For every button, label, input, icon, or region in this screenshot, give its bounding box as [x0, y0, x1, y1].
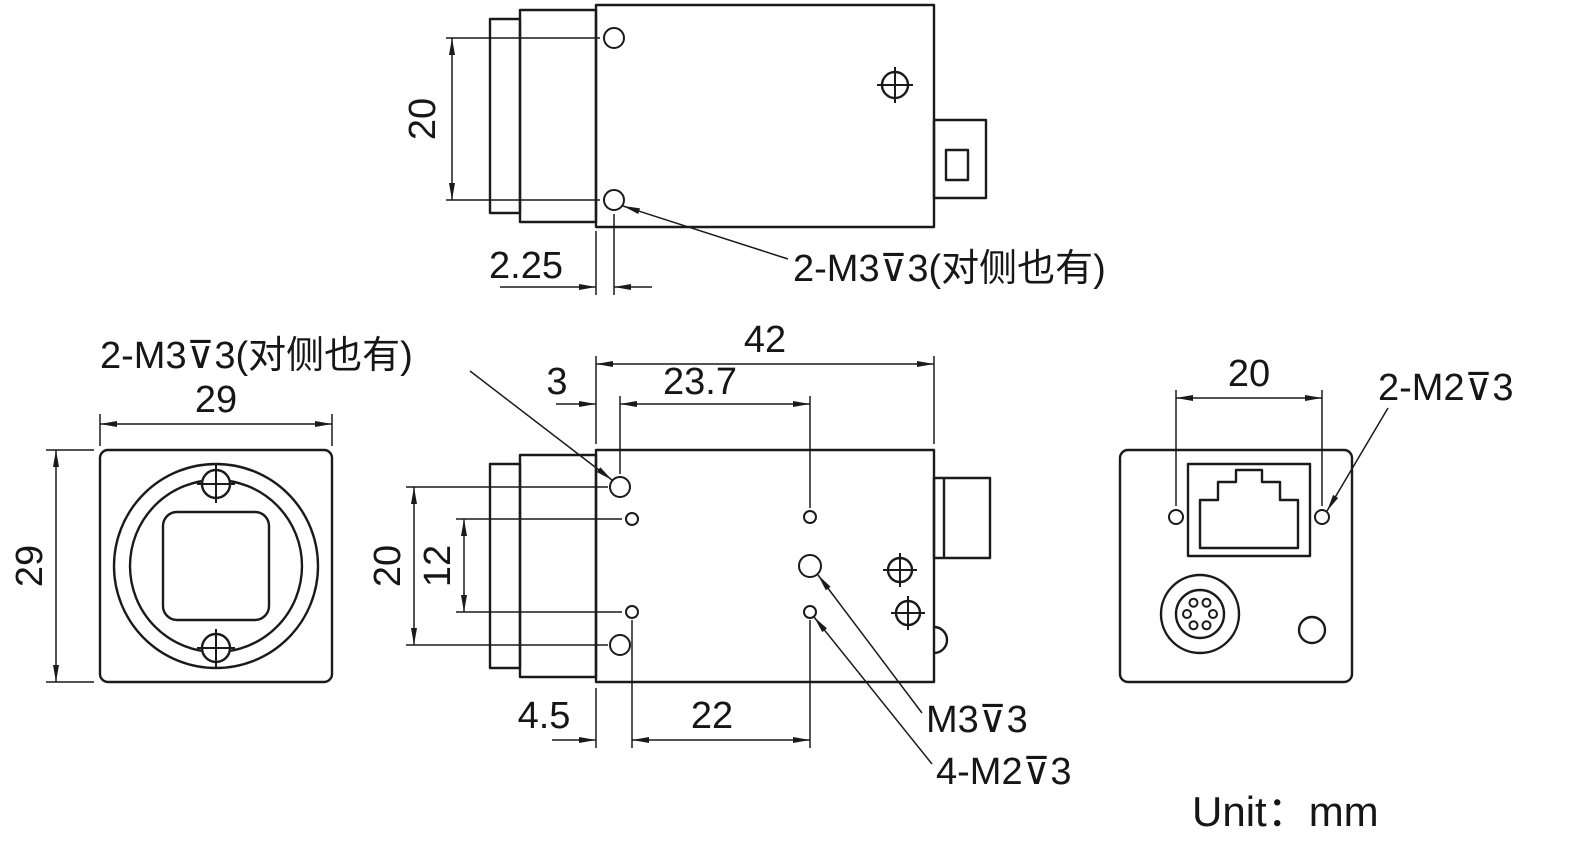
- unit-label: Unit：mm: [1192, 788, 1379, 835]
- thread-label-m3: M3⊽3: [926, 699, 1028, 741]
- dim-text-3: 3: [546, 361, 567, 403]
- thread-callout-2-m2: 2-M2⊽3: [1326, 367, 1514, 512]
- sensor-window: [161, 510, 271, 622]
- phillips-screw-icon: [883, 553, 917, 587]
- top-view: 20 2.25 2-M3⊽3(对侧也有): [402, 3, 1106, 295]
- front-view: 29 29: [9, 379, 334, 684]
- lens-mount-outer-circle: [112, 462, 320, 670]
- lens-flange-outline: [518, 8, 598, 224]
- phillips-screw-icon: [197, 629, 235, 667]
- dim-text-22: 22: [691, 695, 733, 737]
- m2-hole: [1314, 509, 1330, 525]
- dim-text-20: 20: [402, 98, 444, 140]
- body-outline: [594, 3, 936, 229]
- dimension-29-height: 29: [9, 449, 94, 683]
- phillips-screw-icon: [877, 67, 913, 103]
- phillips-screw-icon: [891, 596, 925, 630]
- dimension-12: 12: [417, 518, 622, 613]
- thread-callout-m3: M3⊽3: [817, 574, 1028, 741]
- m3-hole: [609, 476, 631, 498]
- m3-hole: [609, 634, 631, 656]
- lens-mount-inner-circle: [128, 478, 304, 654]
- m2-hole: [625, 512, 639, 526]
- dimension-2-25: 2.25: [489, 214, 652, 295]
- thread-callout-4-m2: 4-M2⊽3: [813, 616, 1072, 793]
- thread-callout-side-top: 2-M3⊽3(对侧也有): [100, 335, 613, 481]
- m2-hole: [625, 605, 639, 619]
- power-connector-icon: [1159, 573, 1241, 655]
- lens-flange-outline: [518, 453, 598, 679]
- dimension-4-5-and-22: 4.5 22: [518, 620, 811, 748]
- m2-hole: [803, 605, 817, 619]
- thread-label-back: 2-M2⊽3: [1378, 367, 1514, 409]
- dimension-20-back: 20: [1175, 353, 1323, 506]
- m2-hole: [803, 510, 817, 524]
- thread-label-top-view: 2-M3⊽3(对侧也有): [793, 248, 1106, 290]
- dim-text-29-width: 29: [195, 379, 237, 421]
- rj45-jack-icon: [1198, 468, 1300, 550]
- thread-label-4-m2: 4-M2⊽3: [936, 751, 1072, 793]
- dim-text-12: 12: [417, 545, 459, 587]
- front-face-outline: [98, 448, 334, 684]
- m3-hole: [603, 27, 625, 49]
- dim-text-29-height: 29: [9, 545, 51, 587]
- phillips-screw-icon: [197, 465, 235, 503]
- dim-text-4-5: 4.5: [518, 695, 571, 737]
- dimension-20-side: 20: [367, 486, 608, 646]
- rear-connector-pin: [944, 148, 970, 182]
- lens-ring-outline: [488, 462, 522, 670]
- side-view: 42 3 23.7 20 12: [100, 319, 1072, 793]
- rear-connector-outline: [932, 118, 988, 200]
- m3-hole: [798, 554, 822, 578]
- back-face-outline: [1118, 448, 1354, 684]
- m2-hole: [1168, 509, 1184, 525]
- rear-bump: [933, 625, 949, 655]
- dim-text-42: 42: [744, 319, 786, 361]
- led-indicator: [1297, 615, 1327, 645]
- thread-callout-top: 2-M3⊽3(对侧也有): [622, 205, 1106, 290]
- dimension-20-vertical: 20: [402, 37, 600, 201]
- rear-connector-outline: [932, 476, 992, 560]
- dimension-29-width: 29: [99, 379, 333, 446]
- thread-label-side-top: 2-M3⊽3(对侧也有): [100, 335, 413, 377]
- back-view: 20 2-M2⊽3: [1118, 353, 1514, 684]
- lens-ring-outline: [488, 17, 522, 215]
- dim-text-23-7: 23.7: [663, 361, 737, 403]
- body-outline: [594, 448, 936, 684]
- dim-text-20-side: 20: [367, 545, 409, 587]
- dim-text-20-back: 20: [1228, 353, 1270, 395]
- m3-hole: [603, 189, 625, 211]
- ethernet-port-outline: [1186, 462, 1312, 558]
- dimension-3-and-23-7: 3 23.7: [546, 361, 811, 508]
- dimension-42: 42: [595, 319, 935, 444]
- dim-text-2-25: 2.25: [489, 245, 563, 287]
